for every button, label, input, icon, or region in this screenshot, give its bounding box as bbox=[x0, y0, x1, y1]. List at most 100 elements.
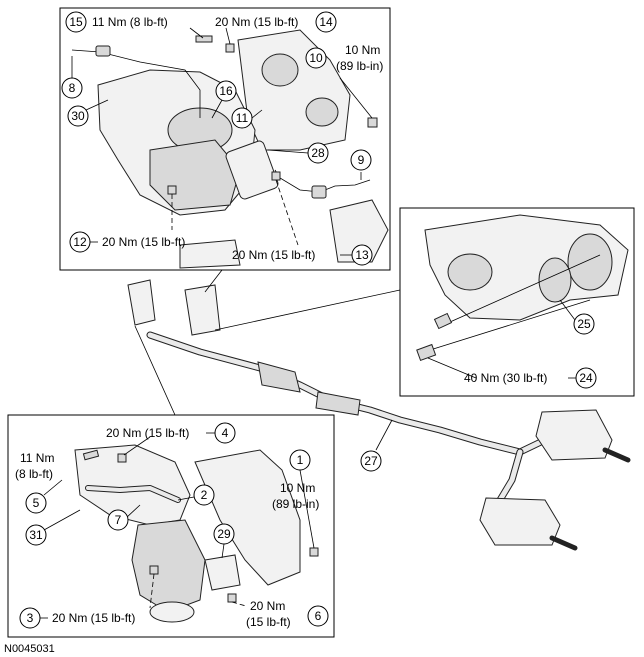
lower-catalytic-converter bbox=[131, 519, 206, 613]
svg-text:3: 3 bbox=[27, 611, 34, 625]
figure-id: N0045031 bbox=[4, 643, 55, 655]
main-manifold-right bbox=[184, 284, 221, 336]
leader-11 bbox=[251, 109, 263, 119]
svg-text:11: 11 bbox=[236, 111, 249, 125]
lower-exhaust-manifold bbox=[74, 444, 191, 526]
lower-nut-6 bbox=[227, 593, 237, 603]
leader-1 bbox=[299, 469, 315, 549]
callout-10: 10 bbox=[305, 47, 327, 69]
upper-lower-pipe bbox=[179, 239, 241, 269]
callout-25: 25 bbox=[573, 313, 595, 335]
svg-text:15: 15 bbox=[69, 15, 83, 29]
svg-text:8: 8 bbox=[69, 81, 76, 95]
leader-14 bbox=[225, 27, 231, 45]
right-bolt-upper bbox=[433, 312, 453, 330]
callout-1: 1 bbox=[289, 449, 311, 471]
leader-5 bbox=[43, 479, 63, 496]
tailpipe-right bbox=[602, 447, 631, 463]
callout-3: 3 bbox=[19, 607, 41, 629]
callout-9: 9 bbox=[350, 149, 372, 171]
right-flange-ring bbox=[567, 233, 613, 291]
svg-text:1: 1 bbox=[297, 453, 304, 467]
lower-manifold-inset: 20 Nm (15 lb-ft) 4 1 11 Nm (8 lb-ft) 5 2… bbox=[7, 414, 335, 638]
svg-text:28: 28 bbox=[311, 146, 325, 160]
callout-24: 24 bbox=[575, 367, 597, 389]
svg-text:5: 5 bbox=[33, 496, 40, 510]
torque-15: 11 Nm (8 lb-ft) bbox=[92, 15, 168, 29]
svg-text:25: 25 bbox=[577, 317, 591, 331]
lower-converter-outlet bbox=[149, 601, 195, 623]
upper-oxygen-sensor-9 bbox=[311, 185, 327, 199]
leader-13 bbox=[275, 179, 299, 246]
torque-6-a: 20 Nm bbox=[250, 599, 285, 613]
leader-2 bbox=[177, 496, 195, 501]
svg-text:30: 30 bbox=[71, 109, 85, 123]
main-exhaust-pipe bbox=[146, 331, 574, 456]
leader-15 bbox=[189, 27, 204, 39]
link-lower-inset bbox=[134, 325, 176, 416]
main-exhaust-assembly: 27 bbox=[127, 269, 631, 551]
lower-manifold-runner-inner bbox=[86, 486, 180, 502]
right-bolt-24 bbox=[416, 343, 437, 362]
leader-6 bbox=[231, 601, 247, 607]
upper-stud-15 bbox=[195, 35, 213, 43]
leader-24 bbox=[427, 357, 477, 379]
callout-13: 13 bbox=[351, 244, 373, 266]
callout-31: 31 bbox=[25, 524, 47, 546]
svg-text:10: 10 bbox=[309, 51, 323, 65]
upper-nut-13 bbox=[271, 171, 281, 181]
torque-14: 20 Nm (15 lb-ft) bbox=[215, 15, 298, 29]
upper-shield-opening bbox=[261, 53, 299, 87]
callout-4: 4 bbox=[214, 422, 236, 444]
right-gasket-25 bbox=[538, 257, 572, 303]
torque-10-a: 10 Nm bbox=[345, 43, 380, 57]
link-right-inset bbox=[214, 289, 401, 331]
torque-13: 20 Nm (15 lb-ft) bbox=[232, 248, 315, 262]
leader-28 bbox=[267, 149, 309, 154]
callout-28: 28 bbox=[307, 142, 329, 164]
callout-29: 29 bbox=[213, 523, 235, 545]
main-catalytic-converter bbox=[257, 361, 301, 393]
upper-nut-14 bbox=[225, 43, 235, 53]
lower-nut-1 bbox=[309, 547, 319, 557]
svg-text:9: 9 bbox=[358, 153, 365, 167]
leader-16 bbox=[211, 99, 223, 119]
upper-inset-frame bbox=[59, 7, 391, 271]
leader-27 bbox=[375, 419, 393, 451]
lower-nut-3 bbox=[149, 565, 159, 575]
leader-30 bbox=[85, 99, 109, 111]
torque-3: 20 Nm (15 lb-ft) bbox=[52, 611, 135, 625]
torque-1-b: (89 lb-in) bbox=[272, 497, 319, 511]
right-stud-line-2 bbox=[429, 299, 591, 351]
leader-31 bbox=[43, 509, 81, 531]
rear-muffler-right bbox=[535, 409, 613, 461]
svg-text:6: 6 bbox=[315, 609, 322, 623]
rear-muffler-left bbox=[479, 497, 561, 546]
link-upper-inset bbox=[204, 269, 223, 293]
main-manifold-left bbox=[127, 279, 156, 326]
upper-nut-10 bbox=[367, 117, 378, 128]
lower-stud-5 bbox=[82, 449, 100, 461]
svg-text:29: 29 bbox=[217, 527, 231, 541]
upper-oxygen-sensor-8 bbox=[95, 45, 111, 57]
main-resonator bbox=[315, 391, 361, 416]
right-inset-frame bbox=[399, 207, 635, 397]
svg-text:16: 16 bbox=[219, 84, 233, 98]
upper-shield-opening-2 bbox=[305, 97, 339, 127]
upper-bracket bbox=[225, 140, 279, 200]
torque-4: 20 Nm (15 lb-ft) bbox=[106, 426, 189, 440]
callout-2: 2 bbox=[193, 484, 215, 506]
svg-text:31: 31 bbox=[29, 528, 43, 542]
torque-1-a: 10 Nm bbox=[280, 481, 315, 495]
flange-detail-inset: 25 40 Nm (30 lb-ft) 24 bbox=[399, 207, 635, 397]
svg-text:14: 14 bbox=[319, 15, 333, 29]
lower-nut-4 bbox=[117, 453, 127, 463]
svg-text:2: 2 bbox=[201, 488, 208, 502]
upper-sensor-wire-8 bbox=[71, 49, 201, 118]
svg-text:4: 4 bbox=[222, 426, 229, 440]
torque-6-b: (15 lb-ft) bbox=[246, 615, 291, 629]
torque-5-b: (8 lb-ft) bbox=[15, 467, 53, 481]
svg-text:27: 27 bbox=[364, 454, 378, 468]
callout-14: 14 bbox=[315, 11, 337, 33]
